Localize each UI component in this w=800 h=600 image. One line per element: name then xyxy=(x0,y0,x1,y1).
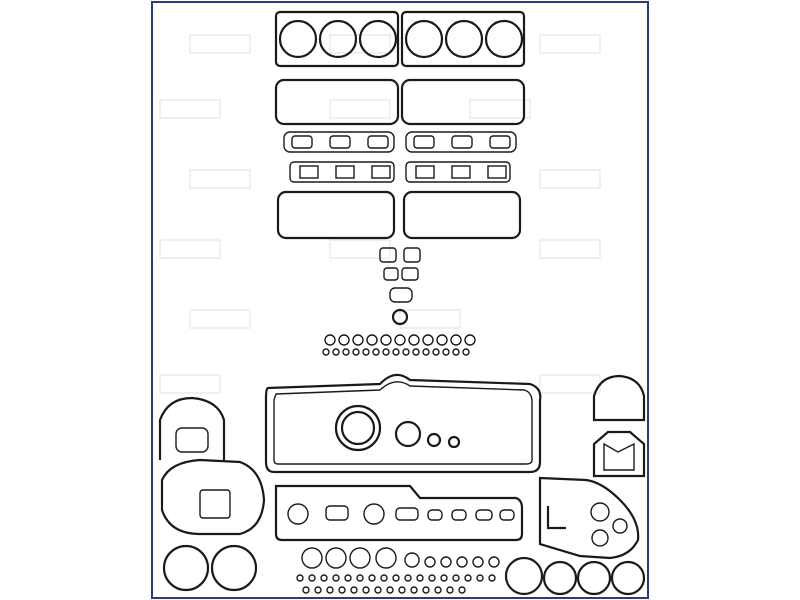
intake-manifold-gasket-left xyxy=(289,161,395,183)
bottom-washers xyxy=(296,574,496,594)
o-ring-row xyxy=(324,334,476,346)
large-seal-ring-a xyxy=(162,544,210,592)
small-seal-b xyxy=(447,435,461,449)
seal-ring-f xyxy=(610,560,646,596)
exhaust-manifold-gasket-left xyxy=(283,131,395,153)
exhaust-manifold-gasket-right xyxy=(405,131,517,153)
oil-pan-gasket xyxy=(264,373,542,474)
seal-ring-e xyxy=(576,560,612,596)
lower-cover-gasket xyxy=(274,484,524,542)
side-cover-gasket-right xyxy=(402,190,522,240)
cylinder-head-gasket-left xyxy=(274,10,400,68)
thermostat-housing-gasket xyxy=(592,430,646,478)
front-seal xyxy=(394,420,422,448)
rear-cover-gasket xyxy=(538,476,640,560)
valve-cover-gasket-left xyxy=(274,78,400,126)
rear-main-seal xyxy=(334,404,382,452)
bottom-o-rings xyxy=(301,547,500,569)
front-plate-gasket xyxy=(160,458,266,536)
small-gaskets-center xyxy=(379,247,421,326)
timing-cover-gasket xyxy=(158,396,226,460)
seal-ring-c xyxy=(504,556,544,596)
side-cover-gasket-left xyxy=(276,190,396,240)
intake-manifold-gasket-right xyxy=(405,161,511,183)
water-pump-gasket xyxy=(592,374,646,422)
large-seal-ring-b xyxy=(210,544,258,592)
angle-seal xyxy=(546,506,566,530)
seal-ring-d xyxy=(542,560,578,596)
valve-cover-gasket-right xyxy=(400,78,526,126)
cylinder-head-gasket-right xyxy=(400,10,526,68)
small-seal-a xyxy=(426,432,442,448)
watermark-pattern xyxy=(159,34,601,394)
small-washer-row xyxy=(322,348,470,356)
image-frame xyxy=(151,1,649,599)
